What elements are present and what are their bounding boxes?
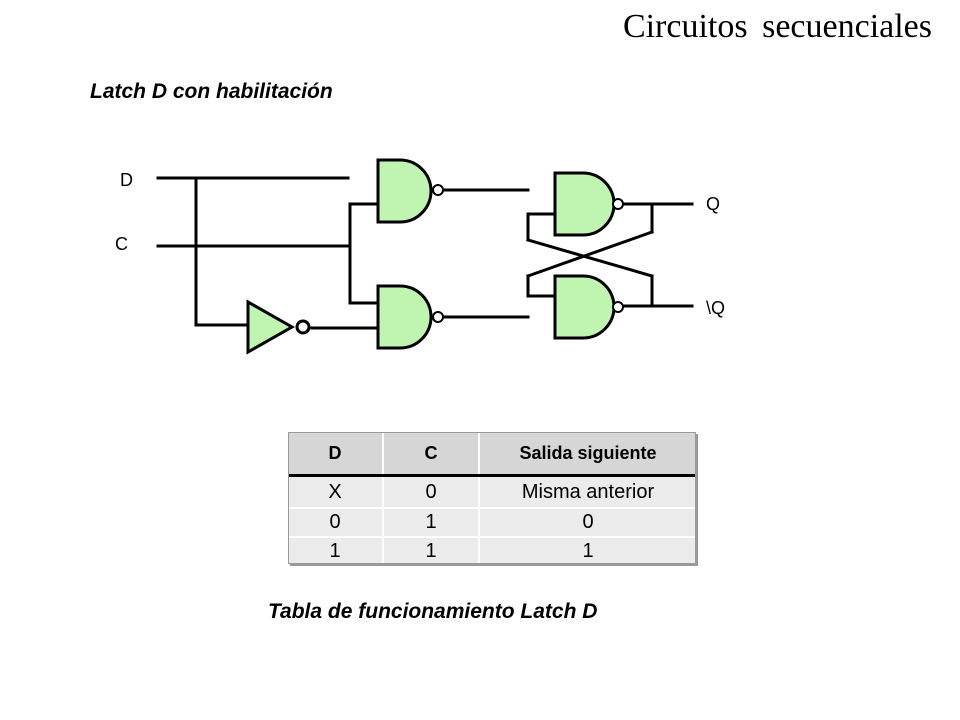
wires (156, 176, 694, 330)
header-c: C (382, 432, 479, 476)
cell: 1 (288, 536, 383, 565)
label-d: D (120, 170, 133, 190)
circuit-title: Latch D con habilitación (90, 80, 333, 103)
cell: 0 (288, 507, 383, 537)
cell: 1 (478, 536, 696, 565)
nand-gate-1 (376, 158, 444, 224)
table-header-row: D C Salida siguiente (288, 432, 696, 476)
latch-d-circuit: D C Q \Q (115, 158, 725, 355)
nand-gate-2 (376, 284, 444, 350)
cell: X (288, 474, 383, 508)
cell: 0 (478, 507, 696, 537)
table-row: 0 1 0 (288, 507, 696, 537)
table-caption: Tabla de funcionamiento Latch D (268, 600, 598, 623)
label-qbar: \Q (706, 298, 725, 318)
cell: 1 (382, 536, 479, 565)
nand-gate-4 (553, 274, 624, 340)
header-salida: Salida siguiente (478, 432, 696, 476)
cell: 0 (382, 474, 479, 508)
slide-title: Circuitos secuenciales (622, 8, 932, 45)
cell: 1 (382, 507, 479, 537)
not-gate (246, 299, 311, 355)
label-c: C (115, 234, 128, 254)
table-row: X 0 Misma anterior (288, 474, 696, 508)
nand-gate-3 (553, 171, 624, 237)
cell: Misma anterior (478, 474, 696, 508)
label-q: Q (706, 194, 720, 214)
truth-table: D C Salida siguiente X 0 Misma anterior … (288, 432, 696, 565)
header-d: D (288, 432, 383, 476)
table-row: 1 1 1 (288, 536, 696, 565)
